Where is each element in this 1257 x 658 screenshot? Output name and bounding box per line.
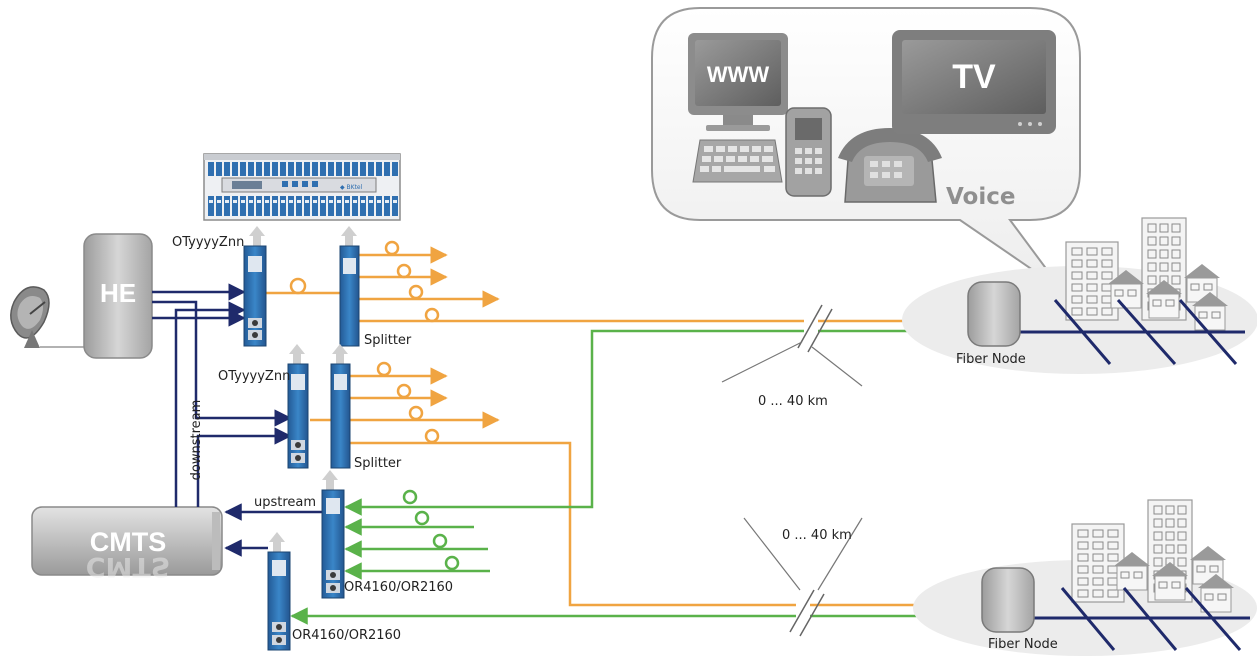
downstream-label: downstream (189, 400, 204, 481)
voice-label: Voice (946, 184, 1015, 210)
services-bubble: WWW (651, 7, 1081, 291)
receiver-2-label: OR4160/OR2160 (292, 628, 401, 643)
cmts-box: CMTS CMTS (31, 506, 223, 582)
transmitter-2-label: OTyyyyZnn (218, 369, 290, 384)
splitter-1-label: Splitter (364, 333, 412, 348)
www-label: WWW (707, 62, 770, 87)
he-label: HE (100, 278, 136, 308)
receiver-1-label: OR4160/OR2160 (344, 580, 453, 595)
cmts-label: CMTS (90, 527, 167, 557)
desk-phone-icon (838, 128, 942, 203)
cmts-reflection: CMTS (86, 551, 171, 582)
upstream-fibers (290, 329, 978, 625)
rf-lines (152, 283, 322, 557)
distance-2-label: 0 ... 40 km (782, 528, 852, 543)
tv-icon: TV (892, 30, 1056, 134)
fiber-node-1-label: Fiber Node (956, 352, 1026, 367)
computer-icon: WWW (688, 33, 788, 183)
rack-chassis: ◆ BKtel (203, 153, 401, 221)
service-area-1: Fiber Node (902, 217, 1257, 374)
mobile-phone-icon (785, 107, 832, 197)
splitter-module-2 (330, 344, 351, 469)
service-area-2: Fiber Node (913, 499, 1257, 656)
splitter-module-1 (339, 226, 360, 347)
headend-box: HE (83, 233, 153, 359)
distance-break-2 (743, 517, 863, 637)
receiver-module-1 (321, 470, 345, 599)
distance-break-1 (721, 304, 863, 387)
transmitter-1-label: OTyyyyZnn (172, 235, 244, 250)
splitter-2-label: Splitter (354, 456, 402, 471)
transmitter-module-2 (287, 344, 309, 469)
fiber-node-1-icon (967, 281, 1021, 347)
fiber-node-2-icon (981, 567, 1035, 633)
satellite-dish-icon (10, 286, 84, 348)
upstream-label: upstream (254, 495, 316, 510)
receiver-module-2 (267, 532, 291, 651)
transmitter-module-1 (243, 226, 267, 347)
svg-text:◆ BKtel: ◆ BKtel (340, 184, 363, 191)
fiber-node-2-label: Fiber Node (988, 637, 1058, 652)
distance-1-label: 0 ... 40 km (758, 394, 828, 409)
tv-label: TV (952, 58, 996, 96)
downstream-fibers (264, 240, 980, 614)
